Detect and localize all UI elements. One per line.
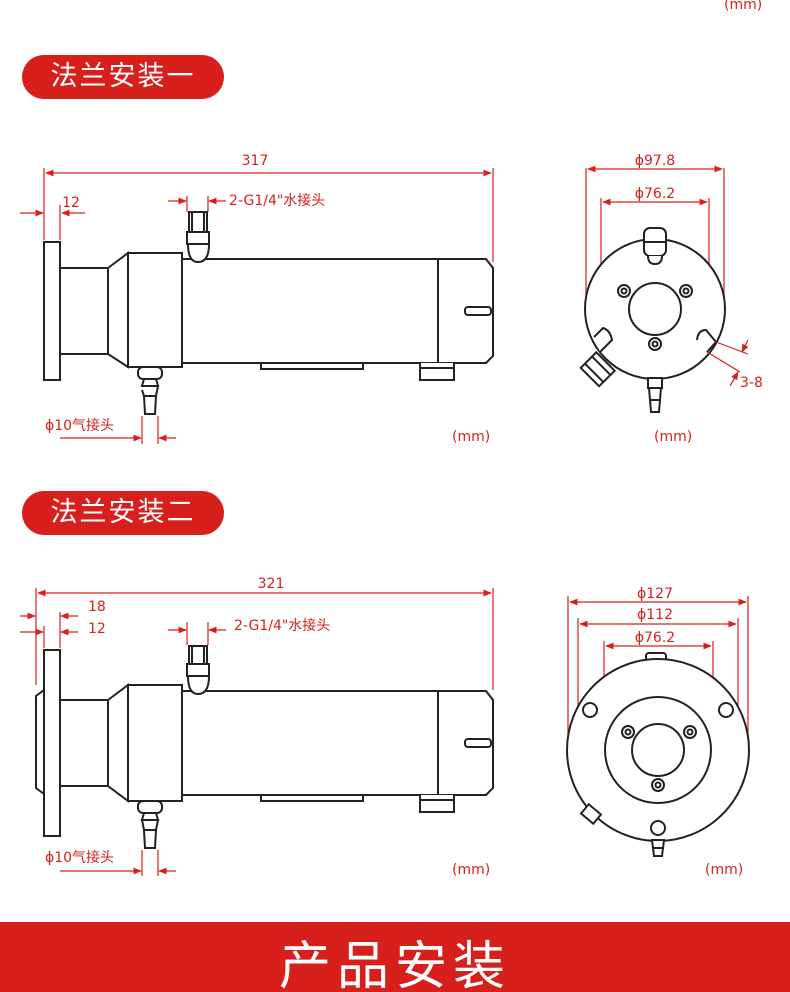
flange-plate [43, 241, 61, 381]
header-unit-label: (mm) [724, 0, 762, 13]
water-fitting-2 [186, 675, 211, 696]
water-fitting-label-2: 2-G1/4"水接头 [234, 617, 330, 634]
bottom-bar [260, 362, 364, 370]
slot-left [593, 326, 614, 353]
flange-plate-2 [43, 649, 61, 837]
dim-label-127: ϕ127 [637, 586, 673, 602]
dim-label-321: 321 [258, 576, 285, 592]
air-fitting-2 [137, 800, 163, 814]
water-fitting-1 [186, 243, 211, 264]
dim-label-112: ϕ112 [637, 607, 673, 623]
section-2-front-view: ϕ127 ϕ112 ϕ76.2 (mm) [566, 586, 750, 878]
bolt-hole-bottom [650, 820, 666, 836]
front-side-fitting-2 [579, 802, 603, 826]
unit-label-2a: (mm) [452, 862, 490, 878]
dim-label-97-8: ϕ97.8 [635, 153, 675, 169]
section-2-title: 法兰安装二 [22, 491, 224, 535]
main-tube-2 [181, 690, 439, 796]
bottom-fitting [419, 367, 455, 381]
section-1-title: 法兰安装一 [22, 55, 224, 99]
center-bore-1 [628, 282, 682, 336]
dim-label-76-2-b: ϕ76.2 [635, 630, 675, 646]
dim-label-12: 12 [62, 195, 80, 211]
main-tube [181, 258, 439, 364]
collar [127, 252, 183, 368]
technical-drawing: (mm) 317 12 2-G1/4"水接头 [20, 0, 763, 878]
dim-label-18: 18 [88, 599, 106, 615]
flange-neck [59, 267, 109, 355]
section-1-front-view: ϕ97.8 ϕ76.2 3-8 (mm) [579, 153, 763, 445]
unit-label-1a: (mm) [452, 429, 490, 445]
hub-ring-2 [604, 696, 712, 804]
section-1-side-view: 317 12 2-G1/4"水接头 [20, 153, 494, 445]
footer-banner: 产品安装 [0, 922, 790, 992]
slot-right [696, 328, 718, 353]
air-fitting-label-2: ϕ10气接头 [45, 849, 114, 866]
bolt-hole-left [582, 702, 598, 718]
dim-label-3-8: 3-8 [740, 375, 763, 391]
bolt-hole-right [718, 702, 734, 718]
dim-label-76-2-a: ϕ76.2 [635, 186, 675, 202]
center-bore-2 [631, 723, 685, 777]
front-side-fitting-1 [579, 350, 617, 388]
cone-section [107, 251, 129, 369]
air-fitting-1 [137, 366, 163, 380]
unit-label-2b: (mm) [705, 862, 743, 878]
dim-label-12-b: 12 [88, 621, 106, 637]
water-fitting-label-1: 2-G1/4"水接头 [229, 192, 325, 209]
section-2-side-view: 321 18 12 2-G1/4"水接头 [20, 576, 494, 878]
air-fitting-label-1: ϕ10气接头 [45, 417, 114, 434]
footer-title: 产品安装 [278, 937, 511, 992]
unit-label-1b: (mm) [654, 429, 692, 445]
dim-label-317: 317 [242, 153, 269, 169]
end-slot [464, 306, 492, 316]
